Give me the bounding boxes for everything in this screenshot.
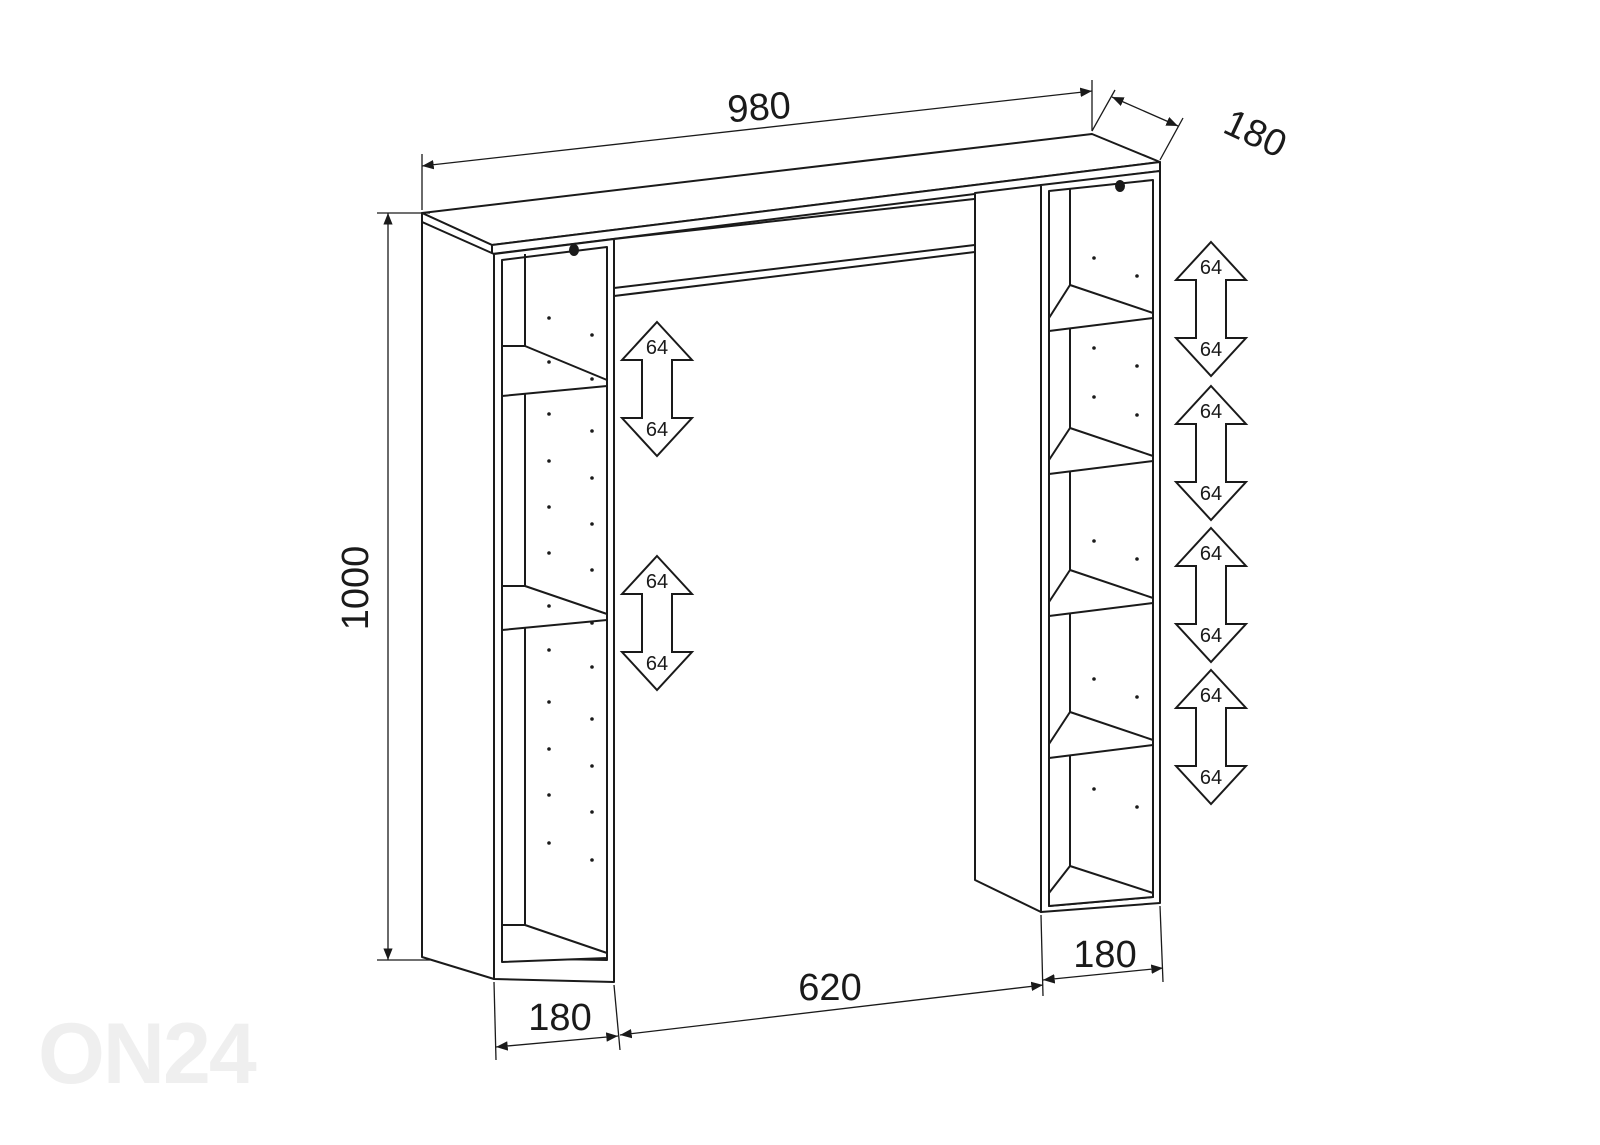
pin-hole [590,476,594,480]
adjustment-down-label: 64 [1200,625,1222,647]
dim-right-column-width [1042,905,1164,984]
hanging-holes [569,180,1125,256]
pin-hole [547,747,551,751]
pin-hole [590,429,594,433]
adjustment-arrow-icon: 64 64 [1173,526,1249,664]
pin-hole [547,459,551,463]
pin-hole [590,522,594,526]
pin-hole [1092,539,1096,543]
pin-hole [1135,274,1139,278]
pin-hole [547,841,551,845]
pin-hole [547,412,551,416]
pin-hole [547,604,551,608]
adjustment-arrow-icon: 64 64 [1173,384,1249,522]
pin-hole [547,316,551,320]
pin-hole [1092,346,1096,350]
adjustment-arrow-icon: 64 64 [1173,240,1249,378]
pin-hole [1092,256,1096,260]
adjustment-down-label: 64 [1200,767,1222,789]
pin-hole [590,764,594,768]
pin-hole [547,551,551,555]
adjustment-down-label: 64 [1200,339,1222,361]
adjustment-arrow-icon: 64 64 [1173,668,1249,806]
label-total-width: 980 [726,85,792,131]
adjustment-arrow-icon: 64 64 [619,320,695,458]
pin-hole [590,858,594,862]
pin-hole [547,793,551,797]
pin-hole [590,621,594,625]
label-left-column-width: 180 [528,997,591,1039]
pin-hole [547,360,551,364]
pin-hole [1092,395,1096,399]
pin-hole [547,700,551,704]
adjustment-down-label: 64 [646,653,668,675]
pin-hole [590,333,594,337]
dim-total-width [421,80,1093,210]
dim-height [377,212,430,961]
pin-hole [590,568,594,572]
pin-hole [1092,677,1096,681]
pin-hole [1135,364,1139,368]
watermark-logo: ON24 [38,1006,257,1102]
pin-hole [1135,695,1139,699]
adjustment-arrow-icon: 64 64 [619,554,695,692]
shelf-adjustment-arrows: 64 64 64 64 64 64 64 64 64 64 64 64 [619,240,1249,806]
label-depth: 180 [1217,102,1292,167]
shelf-pin-holes [547,256,1139,862]
pin-hole [590,377,594,381]
dim-left-column-width [493,981,621,1061]
adjustment-down-label: 64 [1200,483,1222,505]
pin-hole [1135,557,1139,561]
pin-hole [1092,787,1096,791]
pin-hole [547,505,551,509]
pin-hole [1135,413,1139,417]
adjustment-down-label: 64 [646,419,668,441]
label-right-column-width: 180 [1073,934,1136,976]
right-column [974,170,1161,913]
left-column [421,221,615,983]
dim-depth [1091,89,1184,161]
adjustment-up-label: 64 [646,337,668,359]
pin-hole [590,717,594,721]
pin-hole [1135,805,1139,809]
pin-hole [547,648,551,652]
dim-gap-width [619,914,1044,1039]
adjustment-up-label: 64 [1200,685,1222,707]
label-height: 1000 [335,546,377,631]
label-gap-width: 620 [798,967,861,1009]
adjustment-up-label: 64 [1200,257,1222,279]
adjustment-up-label: 64 [646,571,668,593]
adjustment-up-label: 64 [1200,543,1222,565]
pin-hole [590,665,594,669]
pin-hole [590,810,594,814]
adjustment-up-label: 64 [1200,401,1222,423]
